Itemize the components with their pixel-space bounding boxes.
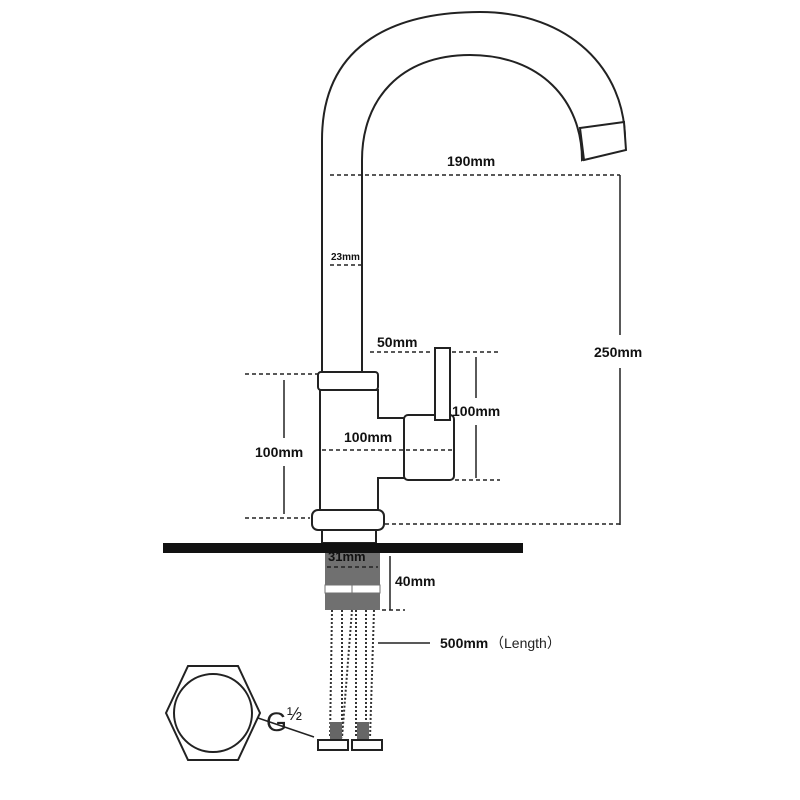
countertop xyxy=(163,543,523,553)
label-total-height: 250mm xyxy=(594,344,642,360)
label-pipe-diameter: 23mm xyxy=(331,252,360,263)
label-hose-length-note: （Length） xyxy=(490,635,561,651)
handle-lever xyxy=(434,347,451,421)
label-thread: G xyxy=(266,707,287,737)
shank xyxy=(325,553,380,610)
label-handle-height: 100mm xyxy=(452,403,500,419)
base-nut xyxy=(321,529,377,544)
hex-bore xyxy=(173,673,253,753)
handle-base xyxy=(403,414,455,481)
spout xyxy=(321,10,627,373)
label-thread-fraction: ½ xyxy=(287,704,302,724)
hoses xyxy=(317,609,383,751)
body-top-ring xyxy=(317,371,379,391)
label-shank-length: 40mm xyxy=(395,573,435,589)
label-body-width: 100mm xyxy=(344,429,392,445)
label-spout-reach: 190mm xyxy=(447,153,495,169)
spout-tip xyxy=(578,120,628,162)
base-ring xyxy=(311,509,385,531)
label-shank-diameter: 31mm xyxy=(328,549,366,564)
label-body-height: 100mm xyxy=(255,444,303,460)
label-hose-length: 500mm xyxy=(440,635,488,651)
label-handle-offset: 50mm xyxy=(377,334,417,350)
